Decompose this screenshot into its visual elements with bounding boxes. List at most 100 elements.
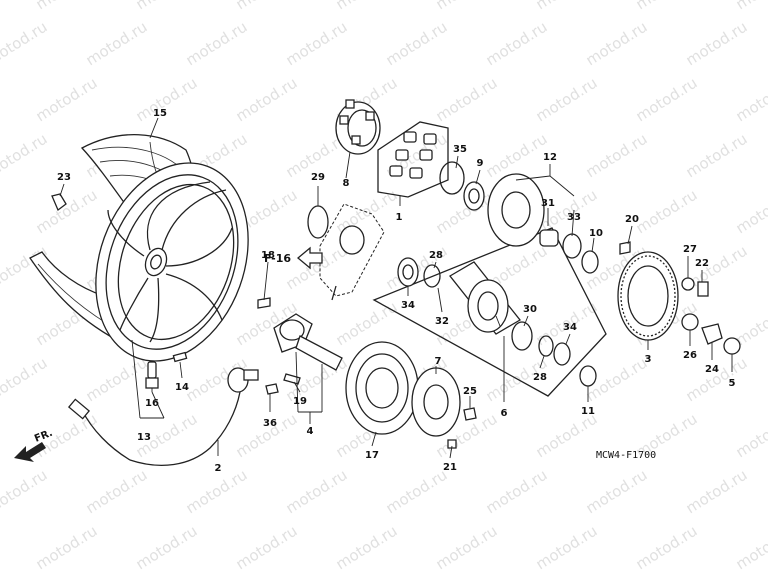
rear-wheel (95, 162, 249, 362)
callout-10: 10 (589, 228, 603, 239)
watermark-text: motod.ru (483, 18, 551, 70)
callout-28-bottom: 28 (533, 372, 547, 383)
watermark-text: motod.ru (383, 466, 451, 518)
watermark-text: motod.ru (0, 466, 50, 518)
watermark-text: motod.ru (633, 522, 701, 574)
watermark-text: motod.ru (533, 0, 601, 13)
callout-27: 27 (683, 244, 697, 255)
callout-16: 16 (145, 398, 159, 409)
callout-34-left: 34 (401, 300, 415, 311)
watermark-text: motod.ru (33, 522, 101, 574)
watermark-text: motod.ru (583, 466, 651, 518)
callout-12: 12 (543, 152, 557, 163)
watermark-text: motod.ru (33, 74, 101, 126)
collar-11 (579, 365, 597, 387)
callout-30: 30 (523, 304, 537, 315)
callout-20: 20 (625, 214, 639, 225)
leader-lines (59, 117, 733, 459)
drawing-code: MCW4-F1700 (596, 450, 656, 461)
callout-13: 13 (137, 432, 151, 443)
callout-14: 14 (175, 382, 189, 393)
callout-19: 19 (293, 396, 307, 407)
rear-axle (257, 297, 343, 395)
watermark-text: motod.ru (733, 410, 768, 462)
callout-36: 36 (263, 418, 277, 429)
watermark-text: motod.ru (283, 18, 351, 70)
damper-holder (335, 99, 381, 155)
sprocket-hub (439, 161, 599, 274)
watermark-text: motod.ru (433, 0, 501, 13)
watermark-text: motod.ru (683, 18, 751, 70)
watermark-text: motod.ru (633, 186, 701, 238)
watermark-text: motod.ru (533, 522, 601, 574)
callout-29: 29 (311, 172, 325, 183)
front-direction-arrow (14, 442, 46, 462)
watermark-text: motod.ru (683, 466, 751, 518)
watermark-text: motod.ru (233, 522, 301, 574)
watermark-text: motod.ru (483, 466, 551, 518)
watermark-text: motod.ru (633, 74, 701, 126)
nut-24 (701, 323, 723, 345)
callout-31: 31 (541, 198, 555, 209)
hub-internals (397, 257, 571, 366)
watermark-text: motod.ru (33, 0, 101, 13)
callout-33: 33 (567, 212, 581, 223)
callout-7: 7 (435, 356, 442, 367)
watermark-text: motod.ru (533, 410, 601, 462)
watermark-text: motod.ru (283, 242, 351, 294)
watermark-text: motod.ru (583, 130, 651, 182)
watermark-text: motod.ru (683, 354, 751, 406)
valve-and-weight (51, 193, 188, 389)
watermark-text: motod.ru (533, 74, 601, 126)
nut-25 (463, 407, 477, 421)
bolt-21 (447, 439, 457, 449)
bolt-20 (619, 241, 631, 255)
watermark-text: motod.ru (0, 130, 50, 182)
callout-26: 26 (683, 350, 697, 361)
callout-15: 15 (153, 108, 167, 119)
watermark-text: motod.ru (83, 354, 151, 406)
ref-label: F-16 (264, 252, 291, 265)
callout-4: 4 (307, 426, 314, 437)
callout-2: 2 (215, 463, 222, 474)
watermark-text: motod.ru (233, 0, 301, 13)
watermark-text: motod.ru (733, 74, 768, 126)
speed-sensor-wire (67, 367, 259, 466)
callout-25: 25 (463, 386, 477, 397)
watermark-text: motod.ru (283, 466, 351, 518)
watermark-text: motod.ru (233, 74, 301, 126)
nut-5 (723, 337, 741, 355)
callout-34-right: 34 (563, 322, 577, 333)
callout-9: 9 (477, 158, 484, 169)
watermark-text: motod.ru (133, 522, 201, 574)
pin-22 (697, 281, 709, 297)
watermark-text: motod.ru (83, 18, 151, 70)
watermark-text: motod.ru (433, 522, 501, 574)
brake-disc (345, 341, 419, 435)
callout-18: 18 (261, 250, 275, 261)
washer-27 (681, 277, 695, 291)
hub-assembly-box (372, 227, 607, 397)
callout-21: 21 (443, 462, 457, 473)
callout-22: 22 (695, 258, 709, 269)
watermark-text: motod.ru (633, 0, 701, 13)
reference-arrow (296, 246, 323, 270)
callout-17: 17 (365, 450, 379, 461)
watermark-text: motod.ru (33, 186, 101, 238)
callout-32: 32 (435, 316, 449, 327)
watermark-text: motod.ru (433, 74, 501, 126)
callout-6: 6 (501, 408, 508, 419)
callout-24: 24 (705, 364, 719, 375)
watermark-text: motod.ru (0, 354, 50, 406)
callout-23: 23 (57, 172, 71, 183)
sprocket-small (411, 367, 461, 437)
callout-11: 11 (581, 406, 595, 417)
watermark-text: motod.ru (183, 18, 251, 70)
watermark-text: motod.ru (683, 130, 751, 182)
callout-8: 8 (343, 178, 350, 189)
watermark-text: motod.ru (333, 0, 401, 13)
damper-rubbers (389, 131, 437, 179)
callout-35: 35 (453, 144, 467, 155)
watermark-text: motod.ru (0, 18, 50, 70)
